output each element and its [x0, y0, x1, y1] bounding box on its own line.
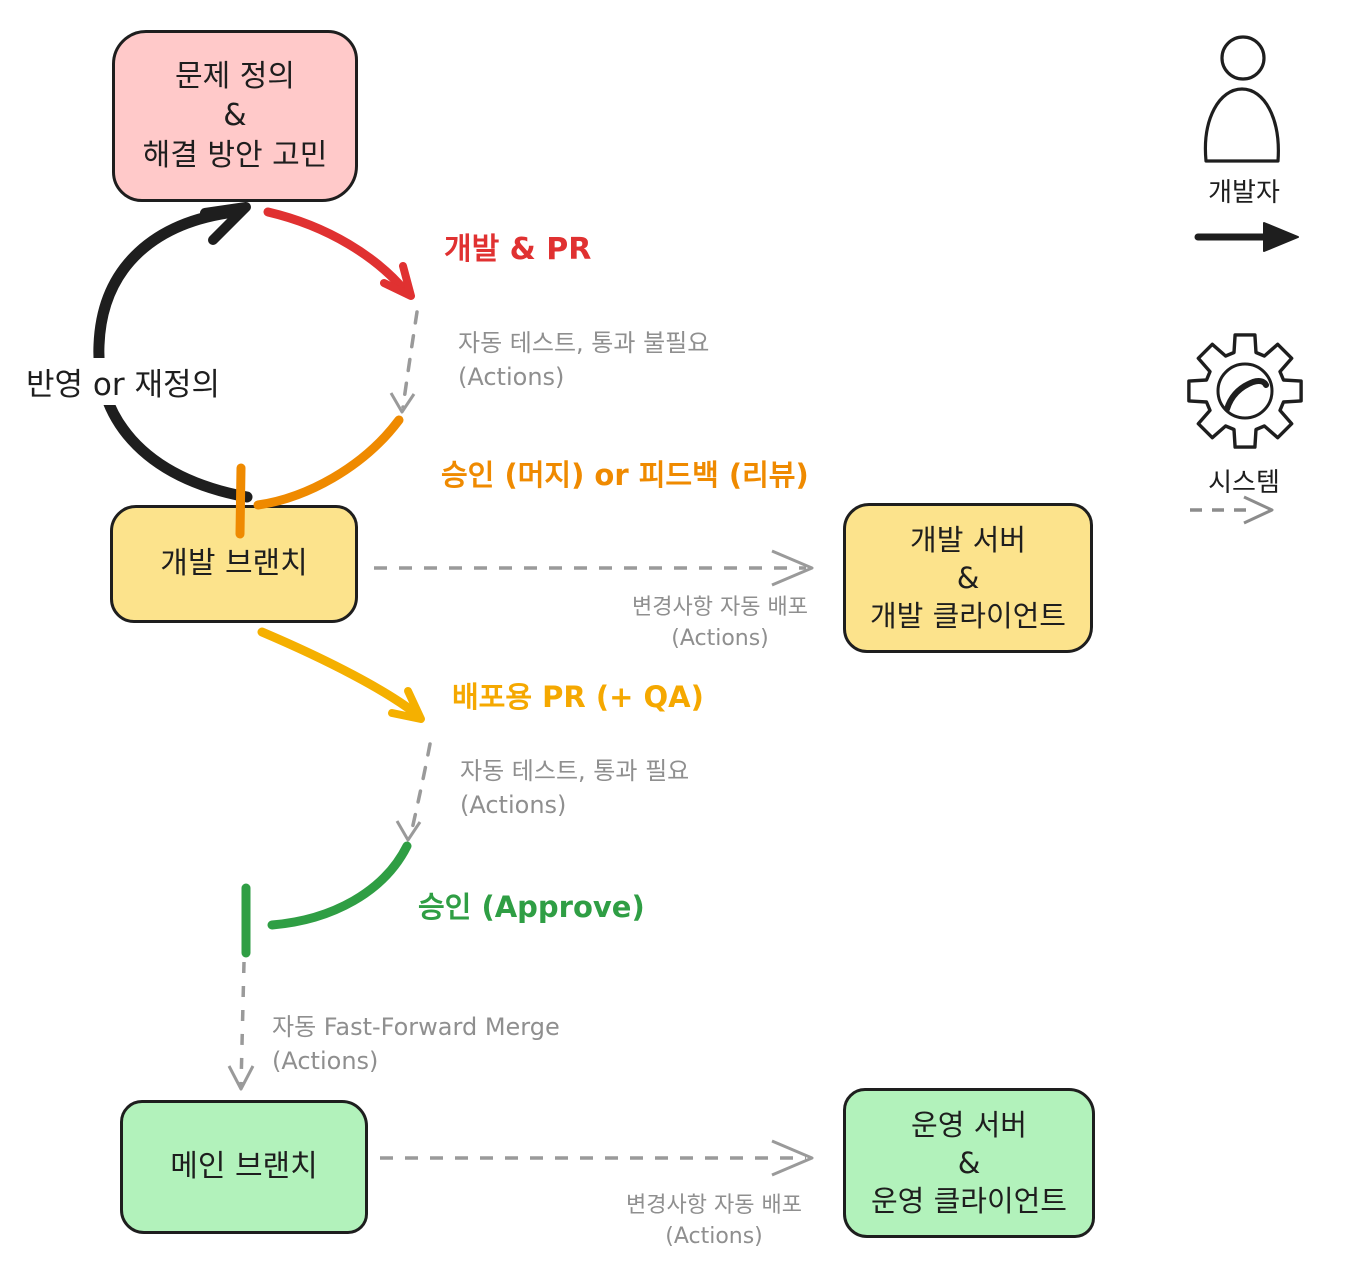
reflect-loop-shaft — [93, 206, 253, 503]
label-test-optional-line2: (Actions) — [458, 363, 565, 392]
deploy-pr-arrow — [257, 627, 425, 723]
test-optional-arrow — [389, 310, 419, 414]
label-deploy-dev-line1: 변경사항 자동 배포 — [632, 595, 808, 620]
label-test-optional-line1: 자동 테스트, 통과 불필요 — [458, 329, 710, 357]
ff-merge-head — [227, 1065, 255, 1091]
label-ff-merge-line2: (Actions) — [272, 1047, 379, 1076]
reflect-loop-head — [200, 202, 251, 245]
deploy-prod-arrow — [380, 1139, 814, 1177]
label-dev-pr: 개발 & PR — [444, 232, 592, 267]
node-problem-line1: 문제 정의 — [175, 58, 295, 94]
label-deploy-prod-line2: (Actions) — [665, 1224, 763, 1250]
label-reflect: 반영 or 재정의 — [22, 358, 225, 405]
legend-developer-label: 개발자 — [1208, 178, 1280, 208]
label-deploy-pr: 배포용 PR (+ QA) — [452, 680, 704, 714]
deploy-prod-head — [771, 1139, 814, 1177]
label-test-required: 자동 테스트, 통과 필요 (Actions) — [460, 754, 689, 822]
dev-pr-shaft — [263, 207, 411, 297]
ff-merge-shaft — [239, 961, 246, 1087]
developer-head — [1220, 35, 1266, 81]
legend-system-label: 시스템 — [1208, 468, 1280, 498]
approve-shaft — [267, 841, 412, 930]
label-deploy-prod-line1: 변경사항 자동 배포 — [626, 1193, 802, 1218]
deploy-dev-head — [771, 549, 814, 587]
deploy-dev-arrow — [374, 549, 814, 587]
test-required-head — [395, 820, 422, 842]
label-ff-merge-line1: 자동 Fast-Forward Merge — [272, 1013, 560, 1041]
test-optional-head — [389, 392, 416, 414]
node-dev-branch-label: 개발 브랜치 — [160, 546, 308, 582]
test-optional-shaft — [401, 310, 419, 409]
developer-arrow-head — [1263, 222, 1299, 252]
developer-arrow-sample — [1194, 222, 1299, 252]
dev-pr-head — [380, 262, 415, 300]
developer-icon — [1203, 35, 1280, 163]
test-required-shaft — [409, 742, 432, 836]
gear-inner-ring — [1216, 362, 1274, 420]
node-dev-branch: 개발 브랜치 — [110, 505, 358, 623]
label-deploy-dev: 변경사항 자동 배포 (Actions) — [598, 592, 842, 654]
dev-pr-arrow — [263, 207, 415, 300]
system-arrow-head — [1243, 495, 1274, 525]
label-deploy-prod: 변경사항 자동 배포 (Actions) — [592, 1190, 836, 1252]
node-dev-server-line1: 개발 서버 — [910, 522, 1026, 557]
node-problem: 문제 정의 & 해결 방안 고민 — [112, 30, 358, 202]
ff-merge-arrow — [227, 961, 255, 1091]
approve-feedback-shaft — [253, 415, 404, 510]
node-main-branch: 메인 브랜치 — [120, 1100, 368, 1234]
label-deploy-dev-line2: (Actions) — [671, 626, 769, 652]
node-main-branch-label: 메인 브랜치 — [170, 1149, 318, 1185]
deploy-pr-shaft — [257, 627, 420, 718]
developer-body — [1203, 87, 1280, 163]
label-ff-merge: 자동 Fast-Forward Merge (Actions) — [272, 1010, 560, 1078]
node-dev-server: 개발 서버 & 개발 클라이언트 — [843, 503, 1093, 653]
node-prod-server-line1: 운영 서버 — [911, 1107, 1027, 1142]
node-problem-amp: & — [223, 98, 247, 134]
label-approve-feedback: 승인 (머지) or 피드백 (리뷰) — [441, 458, 809, 492]
node-prod-server-line2: 운영 클라이언트 — [871, 1184, 1067, 1219]
node-problem-line2: 해결 방안 고민 — [142, 137, 328, 173]
node-prod-server-amp: & — [957, 1145, 981, 1180]
system-arrow-sample — [1190, 495, 1274, 525]
label-approve: 승인 (Approve) — [418, 890, 645, 924]
node-dev-server-line2: 개발 클라이언트 — [870, 599, 1066, 634]
gear-teeth — [1187, 333, 1303, 449]
test-required-arrow — [395, 742, 432, 842]
label-test-optional: 자동 테스트, 통과 불필요 (Actions) — [458, 326, 709, 394]
approve-arrow — [241, 841, 412, 958]
deploy-pr-head — [388, 687, 425, 723]
system-gear-icon — [1187, 333, 1303, 449]
wrench-icon — [1224, 378, 1269, 412]
node-dev-server-amp: & — [956, 560, 980, 595]
reflect-loop-arrow — [93, 202, 253, 503]
node-prod-server: 운영 서버 & 운영 클라이언트 — [843, 1088, 1095, 1238]
label-test-required-line1: 자동 테스트, 통과 필요 — [460, 757, 690, 785]
label-test-required-line2: (Actions) — [460, 791, 567, 820]
